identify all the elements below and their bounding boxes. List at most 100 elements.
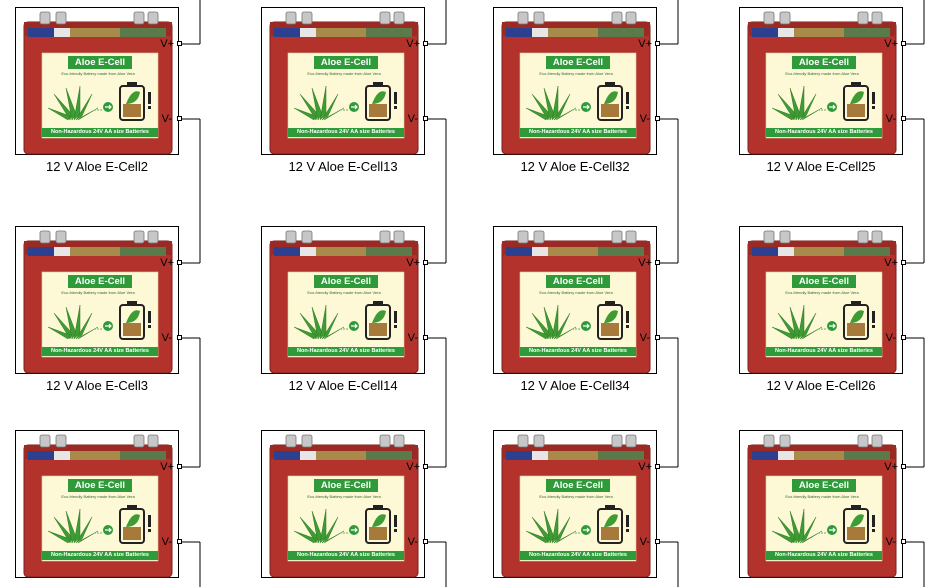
port-positive-label: V+ xyxy=(406,39,420,50)
port-negative-pin[interactable] xyxy=(901,335,906,340)
battery-brand: Aloe E-Cell xyxy=(68,479,132,492)
battery-brand: Aloe E-Cell xyxy=(68,56,132,69)
block-label: 12 V Aloe E-Cell3 xyxy=(0,378,197,393)
port-negative-pin[interactable] xyxy=(177,539,182,544)
port-positive-label: V+ xyxy=(638,39,652,50)
battery-brand: Aloe E-Cell xyxy=(792,275,856,288)
battery-tagline: Eco-friendly Battery made from Aloe Vera xyxy=(770,290,874,296)
port-negative-pin[interactable] xyxy=(423,116,428,121)
battery-footer: Non-Hazardous 24V AA size Batteries xyxy=(766,347,882,356)
port-positive-pin[interactable] xyxy=(423,464,428,469)
battery-brand: Aloe E-Cell xyxy=(68,275,132,288)
port-negative-pin[interactable] xyxy=(655,116,660,121)
battery-block-3[interactable]: Aloe E-Cell Eco-friendly Battery made fr… xyxy=(493,7,657,155)
block-label: 12 V Aloe E-Cell25 xyxy=(721,159,921,174)
battery-tagline: Eco-friendly Battery made from Aloe Vera xyxy=(770,71,874,77)
block-label: 12 V Aloe E-Cell26 xyxy=(721,378,921,393)
battery-tagline: Eco-friendly Battery made from Aloe Vera xyxy=(292,290,396,296)
port-positive-label: V+ xyxy=(884,462,898,473)
port-negative-label: V- xyxy=(408,537,418,548)
port-negative-label: V- xyxy=(162,333,172,344)
port-positive-label: V+ xyxy=(160,258,174,269)
port-positive-pin[interactable] xyxy=(901,260,906,265)
battery-tagline: Eco-friendly Battery made from Aloe Vera xyxy=(46,494,150,500)
battery-brand: Aloe E-Cell xyxy=(546,56,610,69)
port-positive-pin[interactable] xyxy=(177,260,182,265)
battery-tagline: Eco-friendly Battery made from Aloe Vera xyxy=(46,71,150,77)
port-negative-pin[interactable] xyxy=(901,116,906,121)
port-negative-label: V- xyxy=(640,333,650,344)
battery-footer: Non-Hazardous 24V AA size Batteries xyxy=(42,128,158,137)
port-negative-label: V- xyxy=(408,333,418,344)
battery-footer: Non-Hazardous 24V AA size Batteries xyxy=(520,347,636,356)
battery-block-12[interactable]: Aloe E-Cell Eco-friendly Battery made fr… xyxy=(739,430,903,578)
port-negative-pin[interactable] xyxy=(423,539,428,544)
port-negative-pin[interactable] xyxy=(423,335,428,340)
battery-brand: Aloe E-Cell xyxy=(546,479,610,492)
port-positive-label: V+ xyxy=(160,462,174,473)
port-negative-label: V- xyxy=(640,114,650,125)
port-negative-label: V- xyxy=(162,114,172,125)
battery-footer: Non-Hazardous 24V AA size Batteries xyxy=(766,128,882,137)
port-negative-pin[interactable] xyxy=(655,539,660,544)
port-positive-pin[interactable] xyxy=(655,260,660,265)
port-positive-label: V+ xyxy=(884,258,898,269)
port-negative-label: V- xyxy=(886,333,896,344)
port-positive-pin[interactable] xyxy=(177,464,182,469)
battery-block-11[interactable]: Aloe E-Cell Eco-friendly Battery made fr… xyxy=(493,430,657,578)
port-positive-label: V+ xyxy=(884,39,898,50)
block-label: 12 V Aloe E-Cell32 xyxy=(475,159,675,174)
port-positive-label: V+ xyxy=(406,258,420,269)
port-negative-label: V- xyxy=(886,537,896,548)
port-positive-pin[interactable] xyxy=(901,41,906,46)
battery-footer: Non-Hazardous 24V AA size Batteries xyxy=(288,347,404,356)
battery-footer: Non-Hazardous 24V AA size Batteries xyxy=(520,551,636,560)
battery-block-10[interactable]: Aloe E-Cell Eco-friendly Battery made fr… xyxy=(261,430,425,578)
battery-footer: Non-Hazardous 24V AA size Batteries xyxy=(766,551,882,560)
battery-tagline: Eco-friendly Battery made from Aloe Vera xyxy=(524,71,628,77)
port-positive-label: V+ xyxy=(160,39,174,50)
battery-block-8[interactable]: Aloe E-Cell Eco-friendly Battery made fr… xyxy=(739,226,903,374)
battery-brand: Aloe E-Cell xyxy=(314,56,378,69)
battery-block-2[interactable]: Aloe E-Cell Eco-friendly Battery made fr… xyxy=(261,7,425,155)
port-negative-label: V- xyxy=(162,537,172,548)
port-negative-label: V- xyxy=(640,537,650,548)
battery-brand: Aloe E-Cell xyxy=(792,479,856,492)
battery-tagline: Eco-friendly Battery made from Aloe Vera xyxy=(524,494,628,500)
block-label: 12 V Aloe E-Cell34 xyxy=(475,378,675,393)
port-positive-pin[interactable] xyxy=(423,41,428,46)
port-positive-label: V+ xyxy=(638,462,652,473)
battery-block-6[interactable]: Aloe E-Cell Eco-friendly Battery made fr… xyxy=(261,226,425,374)
port-negative-pin[interactable] xyxy=(177,116,182,121)
battery-brand: Aloe E-Cell xyxy=(314,479,378,492)
port-positive-pin[interactable] xyxy=(655,464,660,469)
battery-block-5[interactable]: Aloe E-Cell Eco-friendly Battery made fr… xyxy=(15,226,179,374)
port-negative-pin[interactable] xyxy=(655,335,660,340)
battery-block-7[interactable]: Aloe E-Cell Eco-friendly Battery made fr… xyxy=(493,226,657,374)
battery-tagline: Eco-friendly Battery made from Aloe Vera xyxy=(770,494,874,500)
port-positive-pin[interactable] xyxy=(423,260,428,265)
battery-block-1[interactable]: Aloe E-Cell Eco-friendly Battery made fr… xyxy=(15,7,179,155)
port-negative-pin[interactable] xyxy=(177,335,182,340)
battery-footer: Non-Hazardous 24V AA size Batteries xyxy=(288,551,404,560)
port-negative-label: V- xyxy=(408,114,418,125)
port-positive-label: V+ xyxy=(638,258,652,269)
battery-block-9[interactable]: Aloe E-Cell Eco-friendly Battery made fr… xyxy=(15,430,179,578)
port-positive-pin[interactable] xyxy=(655,41,660,46)
port-positive-label: V+ xyxy=(406,462,420,473)
port-negative-label: V- xyxy=(886,114,896,125)
battery-brand: Aloe E-Cell xyxy=(314,275,378,288)
battery-footer: Non-Hazardous 24V AA size Batteries xyxy=(520,128,636,137)
port-positive-pin[interactable] xyxy=(177,41,182,46)
battery-footer: Non-Hazardous 24V AA size Batteries xyxy=(42,347,158,356)
battery-footer: Non-Hazardous 24V AA size Batteries xyxy=(288,128,404,137)
battery-tagline: Eco-friendly Battery made from Aloe Vera xyxy=(292,494,396,500)
battery-block-4[interactable]: Aloe E-Cell Eco-friendly Battery made fr… xyxy=(739,7,903,155)
block-label: 12 V Aloe E-Cell14 xyxy=(243,378,443,393)
battery-tagline: Eco-friendly Battery made from Aloe Vera xyxy=(524,290,628,296)
battery-tagline: Eco-friendly Battery made from Aloe Vera xyxy=(46,290,150,296)
port-negative-pin[interactable] xyxy=(901,539,906,544)
battery-brand: Aloe E-Cell xyxy=(792,56,856,69)
block-label: 12 V Aloe E-Cell13 xyxy=(243,159,443,174)
port-positive-pin[interactable] xyxy=(901,464,906,469)
